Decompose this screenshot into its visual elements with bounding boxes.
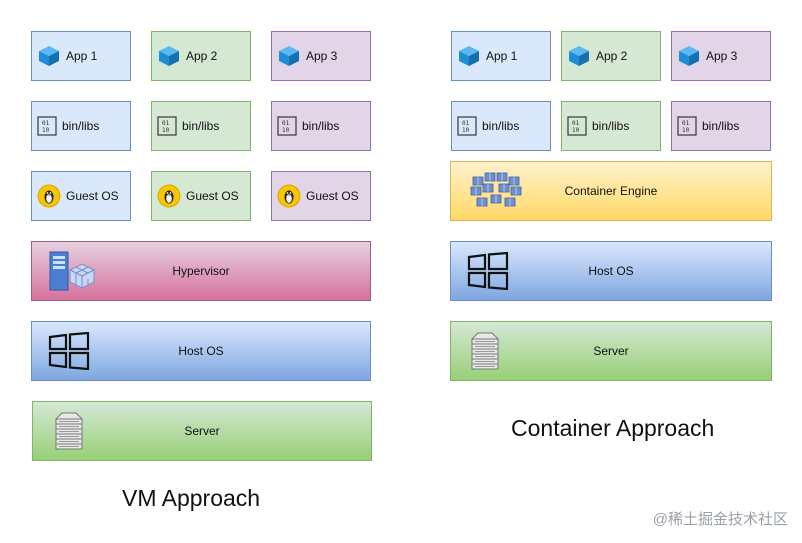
vm-guest-os-2: Guest OS <box>151 171 251 221</box>
guest-os-label: Guest OS <box>66 189 119 203</box>
container-host-os: Host OS <box>450 241 772 301</box>
binlibs-label: bin/libs <box>182 119 220 133</box>
app-label: App 2 <box>596 49 628 63</box>
hypervisor-label: Hypervisor <box>172 264 230 278</box>
guest-os-label: Guest OS <box>306 189 359 203</box>
vm-hypervisor: Hypervisor <box>31 241 371 301</box>
vm-guest-os-1: Guest OS <box>31 171 131 221</box>
binlibs-label: bin/libs <box>62 119 100 133</box>
cube-icon <box>157 44 181 68</box>
binlibs-label: bin/libs <box>302 119 340 133</box>
server-label: Server <box>593 344 629 358</box>
svg-text:10: 10 <box>572 127 580 134</box>
container-app-1: App 1 <box>451 31 551 81</box>
cube-icon <box>277 44 301 68</box>
linux-penguin-icon <box>37 184 61 208</box>
binlibs-label: bin/libs <box>592 119 630 133</box>
cube-icon <box>677 44 701 68</box>
vm-approach-caption: VM Approach <box>122 485 261 511</box>
vm-server: Server <box>32 401 372 461</box>
host-os-label: Host OS <box>178 344 224 358</box>
app-label: App 1 <box>66 49 98 63</box>
app-label: App 2 <box>186 49 218 63</box>
windows-logo-icon <box>467 252 509 290</box>
svg-text:01: 01 <box>572 120 580 127</box>
container-app-3: App 3 <box>671 31 771 81</box>
cube-icon <box>567 44 591 68</box>
container-approach-caption: Container Approach <box>511 415 715 441</box>
svg-text:10: 10 <box>682 127 690 134</box>
server-rack-icon <box>53 412 85 450</box>
server-rack-icon <box>469 332 501 370</box>
vm-app-3: App 3 <box>271 31 371 81</box>
vm-app-1: App 1 <box>31 31 131 81</box>
server-label: Server <box>184 424 220 438</box>
app-label: App 3 <box>706 49 738 63</box>
linux-penguin-icon <box>277 184 301 208</box>
guest-os-label: Guest OS <box>186 189 239 203</box>
host-os-label: Host OS <box>588 264 634 278</box>
cube-icon <box>37 44 61 68</box>
container-app-2: App 2 <box>561 31 661 81</box>
svg-text:10: 10 <box>42 127 50 134</box>
svg-text:01: 01 <box>42 120 50 127</box>
vm-app-2: App 2 <box>151 31 251 81</box>
vm-host-os: Host OS <box>31 321 371 381</box>
app-label: App 3 <box>306 49 338 63</box>
svg-text:10: 10 <box>282 127 290 134</box>
app-label: App 1 <box>486 49 518 63</box>
hypervisor-icon <box>48 250 98 292</box>
vm-guest-os-3: Guest OS <box>271 171 371 221</box>
binlibs-label: bin/libs <box>702 119 740 133</box>
svg-text:01: 01 <box>162 120 170 127</box>
container-engine-icon <box>469 171 523 211</box>
linux-penguin-icon <box>157 184 181 208</box>
svg-text:01: 01 <box>282 120 290 127</box>
cube-icon <box>457 44 481 68</box>
watermark: @稀土掘金技术社区 <box>652 511 788 528</box>
binlibs-label: bin/libs <box>482 119 520 133</box>
svg-text:10: 10 <box>162 127 170 134</box>
container-engine: Container Engine <box>450 161 772 221</box>
container-engine-label: Container Engine <box>564 184 658 198</box>
svg-text:01: 01 <box>462 120 470 127</box>
svg-text:10: 10 <box>462 127 470 134</box>
svg-text:01: 01 <box>682 120 690 127</box>
windows-logo-icon <box>48 332 90 370</box>
container-server: Server <box>450 321 772 381</box>
